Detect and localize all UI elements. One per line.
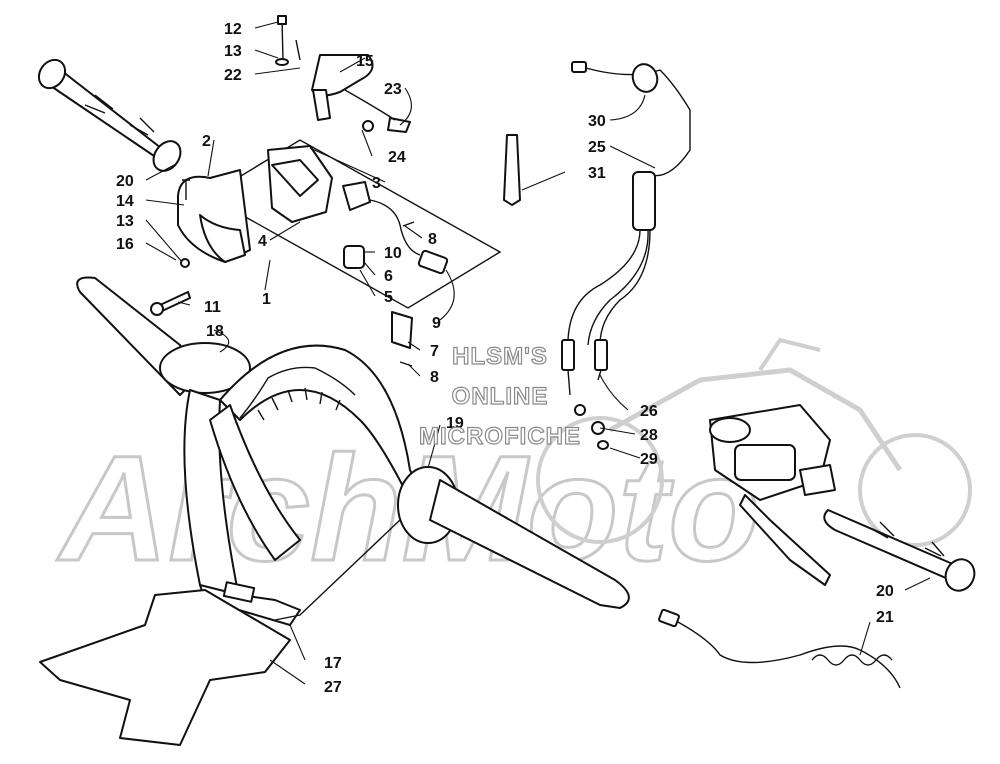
callout-8b: 8 bbox=[430, 369, 439, 386]
callout-13: 13 bbox=[224, 43, 242, 60]
callout-26: 26 bbox=[640, 403, 658, 420]
watermark-line-1: HLSM'S bbox=[452, 343, 548, 370]
leader-lines bbox=[145, 21, 931, 685]
callout-23: 23 bbox=[384, 81, 402, 98]
callout-30: 30 bbox=[588, 113, 606, 130]
mounting-screws bbox=[150, 179, 415, 367]
callout-11: 11 bbox=[204, 299, 221, 316]
callout-labels: 12 13 22 15 23 2 24 3 20 14 13 16 4 8 10… bbox=[116, 21, 894, 696]
throttle-cable-assembly bbox=[503, 61, 691, 450]
callout-3: 3 bbox=[372, 175, 381, 192]
callout-16: 16 bbox=[116, 236, 134, 253]
handlebar-pad bbox=[39, 589, 291, 746]
heater-wire-harness bbox=[658, 608, 901, 689]
callout-2: 2 bbox=[202, 133, 211, 150]
callout-4: 4 bbox=[258, 233, 267, 250]
callout-6: 6 bbox=[384, 268, 393, 285]
callout-5: 5 bbox=[384, 289, 393, 306]
callout-8: 8 bbox=[428, 231, 437, 248]
watermark-line-3: MICROFICHE bbox=[419, 423, 581, 450]
motorcycle-silhouette-icon bbox=[536, 337, 972, 547]
callout-13b: 13 bbox=[116, 213, 134, 230]
callout-20b: 20 bbox=[876, 583, 894, 600]
callout-27: 27 bbox=[324, 679, 342, 696]
callout-22: 22 bbox=[224, 67, 242, 84]
callout-17: 17 bbox=[324, 655, 342, 672]
callout-20: 20 bbox=[116, 173, 134, 190]
callout-28: 28 bbox=[640, 427, 658, 444]
callout-10: 10 bbox=[384, 245, 402, 262]
callout-31: 31 bbox=[588, 165, 606, 182]
callout-14: 14 bbox=[116, 193, 134, 210]
callout-18: 18 bbox=[206, 323, 224, 340]
callout-29: 29 bbox=[640, 451, 658, 468]
hand-grip-right bbox=[823, 509, 976, 592]
brake-master-cylinder bbox=[709, 404, 836, 586]
callout-12: 12 bbox=[224, 21, 242, 38]
callout-21: 21 bbox=[876, 609, 894, 626]
handlebar bbox=[76, 276, 630, 626]
callout-15: 15 bbox=[356, 53, 374, 70]
switch-housing-bracket bbox=[177, 139, 502, 349]
hand-grip-left bbox=[37, 58, 182, 172]
callout-9: 9 bbox=[432, 315, 441, 332]
callout-25: 25 bbox=[588, 139, 606, 156]
throttle-lever-assembly bbox=[275, 15, 411, 133]
watermark-line-2: ONLINE bbox=[452, 383, 549, 410]
callout-1: 1 bbox=[262, 291, 271, 308]
callout-7: 7 bbox=[430, 343, 439, 360]
text-watermark: HLSM'S ONLINE MICROFICHE bbox=[418, 342, 581, 450]
callout-19: 19 bbox=[446, 415, 464, 432]
callout-24: 24 bbox=[388, 149, 406, 166]
